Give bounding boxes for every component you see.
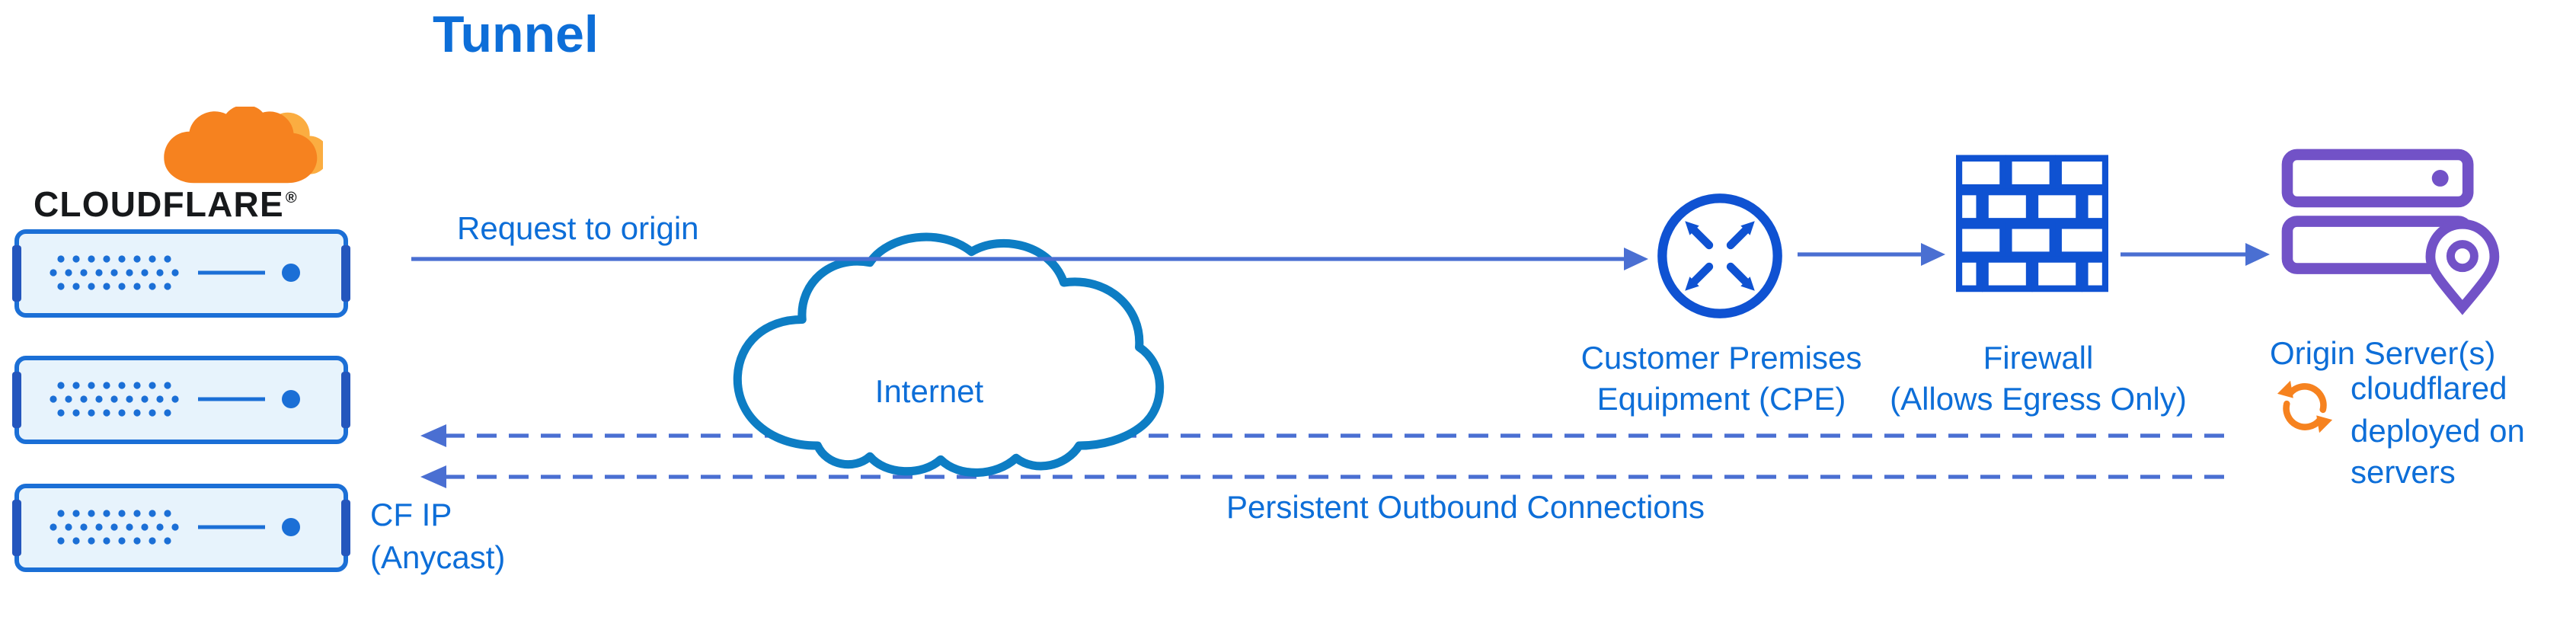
firewall-label-line1: Firewall <box>1983 341 2094 376</box>
origin-server-label: Origin Server(s) <box>2270 337 2496 372</box>
arrow-head-left-icon <box>420 424 446 447</box>
cloudflare-cloud-icon <box>164 107 323 184</box>
page-title: Tunnel <box>433 6 599 64</box>
location-pin-icon <box>2425 219 2500 315</box>
cloudflared-sync-icon <box>2277 380 2333 433</box>
request-to-origin-label: Request to origin <box>457 212 699 247</box>
arrow-head-right-icon <box>1624 248 1648 270</box>
cloudflared-label-line3: servers <box>2351 456 2456 491</box>
registered-mark: ® <box>285 190 298 208</box>
firewall-label-line2: (Allows Egress Only) <box>1890 382 2187 418</box>
cloudflare-logo: CLOUDFLARE® <box>30 107 353 232</box>
arrow-head-right-icon <box>1921 243 1945 266</box>
cloudflared-label-line1: cloudflared <box>2351 372 2507 407</box>
cf-ip-line2: (Anycast) <box>370 541 506 577</box>
cf-ip-line1: CF IP <box>370 498 452 533</box>
origin-server-icon <box>2281 149 2500 315</box>
cloudflared-label: cloudflared deployed on servers <box>2351 369 2525 495</box>
cf-ip-anycast-label: CF IP (Anycast) <box>370 495 505 581</box>
cloudflare-wordmark: CLOUDFLARE® <box>34 184 298 225</box>
firewall-label: Firewall (Allows Egress Only) <box>1825 338 2252 421</box>
cpe-label-line1: Customer Premises <box>1580 341 1862 376</box>
internet-label: Internet <box>874 375 984 410</box>
cpe-label-line2: Equipment (CPE) <box>1596 382 1846 418</box>
persistent-outbound-label: Persistent Outbound Connections <box>1226 491 1705 526</box>
brand-name: CLOUDFLARE <box>34 184 284 224</box>
arrow-head-left-icon <box>420 465 446 488</box>
firewall-icon <box>1956 155 2108 293</box>
cloudflared-label-line2: deployed on <box>2351 414 2525 449</box>
cpe-label: Customer Premises Equipment (CPE) <box>1508 338 1935 421</box>
internet-cloud-icon <box>710 232 1171 494</box>
arrow-head-right-icon <box>2245 243 2270 266</box>
cpe-router-icon <box>1657 193 1782 318</box>
